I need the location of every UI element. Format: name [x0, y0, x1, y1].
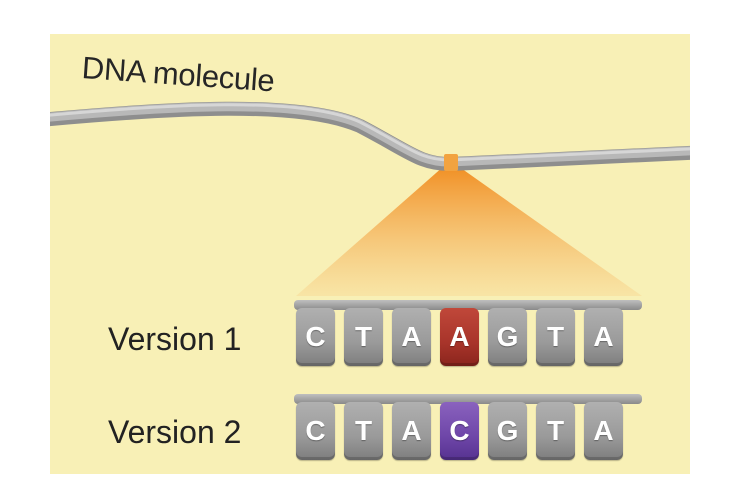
- base-tile: T: [344, 402, 383, 460]
- base-tile: T: [536, 308, 575, 366]
- diagram-panel: DNA molecule Version 1 C T A A G T A Ver…: [50, 34, 690, 474]
- base-tile: A: [584, 308, 623, 366]
- base-tile: A: [392, 402, 431, 460]
- highlighted-segment: [444, 154, 458, 171]
- base-tile: G: [488, 308, 527, 366]
- base-tile: G: [488, 402, 527, 460]
- backbone-rail: [294, 300, 642, 310]
- base-tile: T: [344, 308, 383, 366]
- dna-strand-highlight: [50, 103, 690, 162]
- base-tile: C: [296, 308, 335, 366]
- dna-illustration: [50, 101, 690, 296]
- version-1-label: Version 1: [108, 321, 242, 357]
- version-2-label: Version 2: [108, 414, 242, 450]
- variant-base-tile: C: [440, 402, 479, 460]
- variant-base-tile: A: [440, 308, 479, 366]
- base-tile: C: [296, 402, 335, 460]
- base-tile: T: [536, 402, 575, 460]
- base-tile: A: [392, 308, 431, 366]
- zoom-cone: [296, 166, 642, 296]
- backbone-rail: [294, 394, 642, 404]
- base-tile: A: [584, 402, 623, 460]
- dna-strand: [50, 102, 690, 167]
- version-1-sequence: C T A A G T A: [294, 300, 642, 374]
- version-2-sequence: C T A C G T A: [294, 394, 642, 468]
